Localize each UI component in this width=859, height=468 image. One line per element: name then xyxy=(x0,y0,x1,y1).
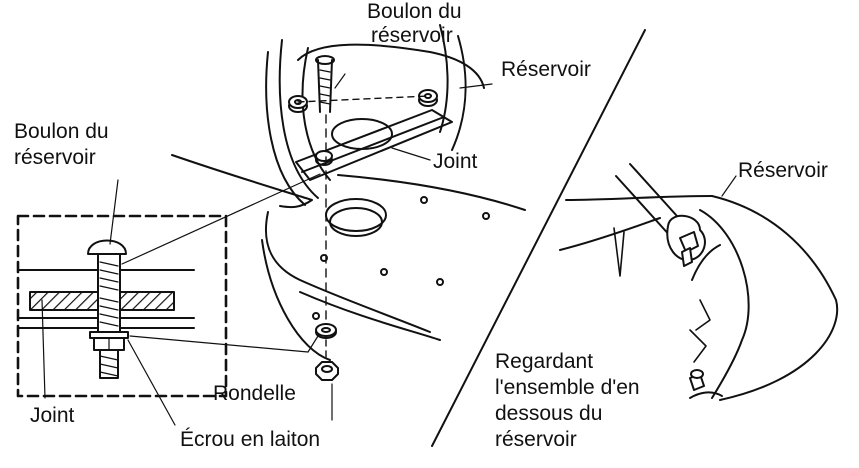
label-tank-bolt-left-line1: Boulon du xyxy=(14,120,109,143)
label-gasket-main: Joint xyxy=(433,150,478,173)
base-plate-outline xyxy=(171,154,526,361)
view-divider-line xyxy=(431,29,646,447)
label-tank-bolt-left-line2: réservoir xyxy=(14,146,96,169)
tank-bolt-top xyxy=(315,55,335,113)
underside-view-illustration xyxy=(559,163,839,401)
tank-housing-outline xyxy=(265,24,485,371)
leader-lines xyxy=(41,73,493,426)
washer-exploded xyxy=(315,323,337,339)
label-view-line3: dessous du xyxy=(495,402,603,425)
label-washer: Rondelle xyxy=(213,382,296,405)
brass-nut-exploded xyxy=(315,361,339,381)
label-tank-top: Réservoir xyxy=(501,58,591,81)
label-tank-bolt-top-line1: Boulon du xyxy=(367,0,462,23)
label-view-line1: Regardant xyxy=(495,350,594,373)
label-view-line2: l'ensemble d'en xyxy=(495,376,640,399)
label-brass-nut: Écrou en laiton xyxy=(180,428,321,451)
label-tank-right: Réservoir xyxy=(738,159,828,182)
label-tank-bolt-top-line2: réservoir xyxy=(371,24,453,47)
label-view-line4: réservoir xyxy=(495,428,577,451)
detail-cutaway-box xyxy=(16,214,228,398)
label-gasket-detail: Joint xyxy=(30,404,75,427)
